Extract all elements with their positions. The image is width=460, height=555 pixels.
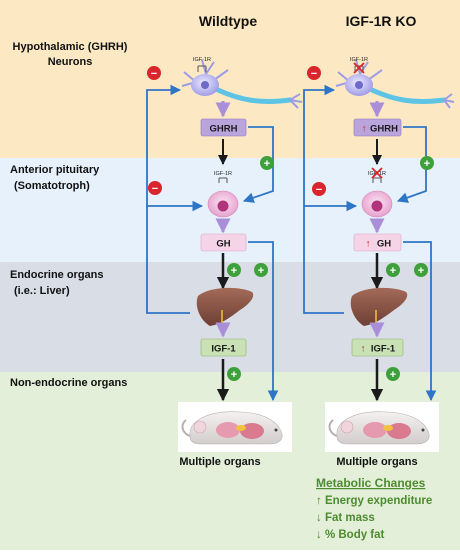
- liver-icon-ko: [350, 287, 408, 326]
- igf1r-label-pituitary: IGF-1R: [214, 171, 232, 177]
- band-nonendocrine: [0, 372, 460, 550]
- plus-sign-gh-liver: +: [227, 263, 241, 277]
- knockout-x-icon-pituitary: [371, 167, 383, 179]
- band-label-nonendocrine: Non-endocrine organs: [10, 377, 127, 389]
- svg-text:+: +: [390, 369, 396, 381]
- metabolic-line-fat-mass: ↓ Fat mass: [316, 512, 375, 524]
- ghrh-box-ko: [353, 118, 402, 137]
- igf1-label-ko: IGF-1: [371, 344, 396, 355]
- igf1-up-arrow: ↑: [361, 344, 366, 355]
- band-label-endocrine: Endocrine organs: [10, 269, 104, 281]
- svg-text:−: −: [311, 68, 317, 80]
- gh-label-ko: GH: [377, 239, 391, 250]
- igf1r-label-neuron: IGF-1R: [193, 57, 211, 63]
- igf1-label: IGF-1: [211, 344, 236, 355]
- band-label-hypothalamic-2: Neurons: [48, 56, 93, 68]
- liver-icon: [196, 287, 254, 326]
- neuron-icon: IGF-1R: [181, 57, 303, 109]
- band-label-pituitary: Anterior pituitary: [10, 164, 100, 176]
- metabolic-line-body-fat: ↓ % Body fat: [316, 529, 385, 541]
- knockout-x-icon: [353, 62, 365, 74]
- plus-sign-igf1-organs: +: [227, 367, 241, 381]
- minus-sign-pituitary: −: [148, 181, 162, 195]
- metabolic-title: Metabolic Changes: [316, 476, 426, 490]
- svg-text:+: +: [418, 265, 424, 277]
- svg-text:+: +: [231, 369, 237, 381]
- svg-text:−: −: [316, 184, 322, 196]
- wildtype-column: IGF-1R GHRH IGF-1R GH IGF-1: [146, 57, 303, 468]
- gh-up-arrow: ↑: [366, 239, 371, 250]
- gh-box: [200, 233, 247, 252]
- plus-sign-gh-organs: +: [254, 263, 268, 277]
- igf1r-label-neuron-ko: IGF-1R: [350, 57, 368, 63]
- svg-text:+: +: [258, 265, 264, 277]
- igf1-box: [200, 338, 247, 357]
- svg-text:+: +: [424, 158, 430, 170]
- organs-label-wildtype: Multiple organs: [179, 456, 260, 468]
- ghrh-box: [200, 118, 247, 137]
- gh-direct-to-organs-line-ko: [403, 241, 437, 402]
- minus-sign-hypothalamus-ko: −: [307, 66, 321, 80]
- ko-column: IGF-1R ↑ GHRH IGF-1R ↑ GH ↑ IGF-1 −: [303, 57, 455, 541]
- igf1-box-ko: [351, 338, 404, 357]
- band-label-pituitary-2: (Somatotroph): [14, 180, 90, 192]
- neuron-icon-ko: IGF-1R: [335, 57, 455, 109]
- svg-text:+: +: [231, 265, 237, 277]
- ghrh-label-ko: GHRH: [370, 124, 398, 135]
- plus-sign-gh-liver-ko: +: [386, 263, 400, 277]
- feedback-igf1-to-hypothalamus: [146, 84, 190, 314]
- organs-label-ko: Multiple organs: [336, 456, 417, 468]
- gh-direct-to-organs-line: [248, 241, 279, 402]
- column-title-wildtype: Wildtype: [199, 13, 257, 29]
- svg-text:+: +: [264, 158, 270, 170]
- band-label-endocrine-2: (i.e.: Liver): [14, 285, 70, 297]
- ghrh-up-arrow: ↑: [362, 124, 367, 135]
- svg-text:−: −: [152, 183, 158, 195]
- svg-text:+: +: [390, 265, 396, 277]
- plus-sign-ghrh: +: [260, 156, 274, 170]
- svg-text:−: −: [151, 68, 157, 80]
- mouse-icon-ko: [325, 402, 439, 452]
- minus-sign-pituitary-ko: −: [312, 182, 326, 196]
- metabolic-line-energy: ↑ Energy expenditure: [316, 495, 432, 507]
- minus-sign-hypothalamus: −: [147, 66, 161, 80]
- column-title-ko: IGF-1R KO: [346, 13, 417, 29]
- plus-sign-igf1-organs-ko: +: [386, 367, 400, 381]
- ghrh-label: GHRH: [210, 124, 238, 135]
- feedback-igf1-to-hypothalamus-ko: [303, 84, 344, 314]
- mouse-icon: [178, 402, 292, 452]
- gh-label: GH: [216, 239, 230, 250]
- band-label-hypothalamic: Hypothalamic (GHRH): [13, 41, 128, 53]
- plus-sign-gh-organs-ko: +: [414, 263, 428, 277]
- gh-box-ko: [353, 233, 402, 252]
- ghrh-to-pituitary-line: [242, 126, 274, 203]
- plus-sign-ghrh-ko: +: [420, 156, 434, 170]
